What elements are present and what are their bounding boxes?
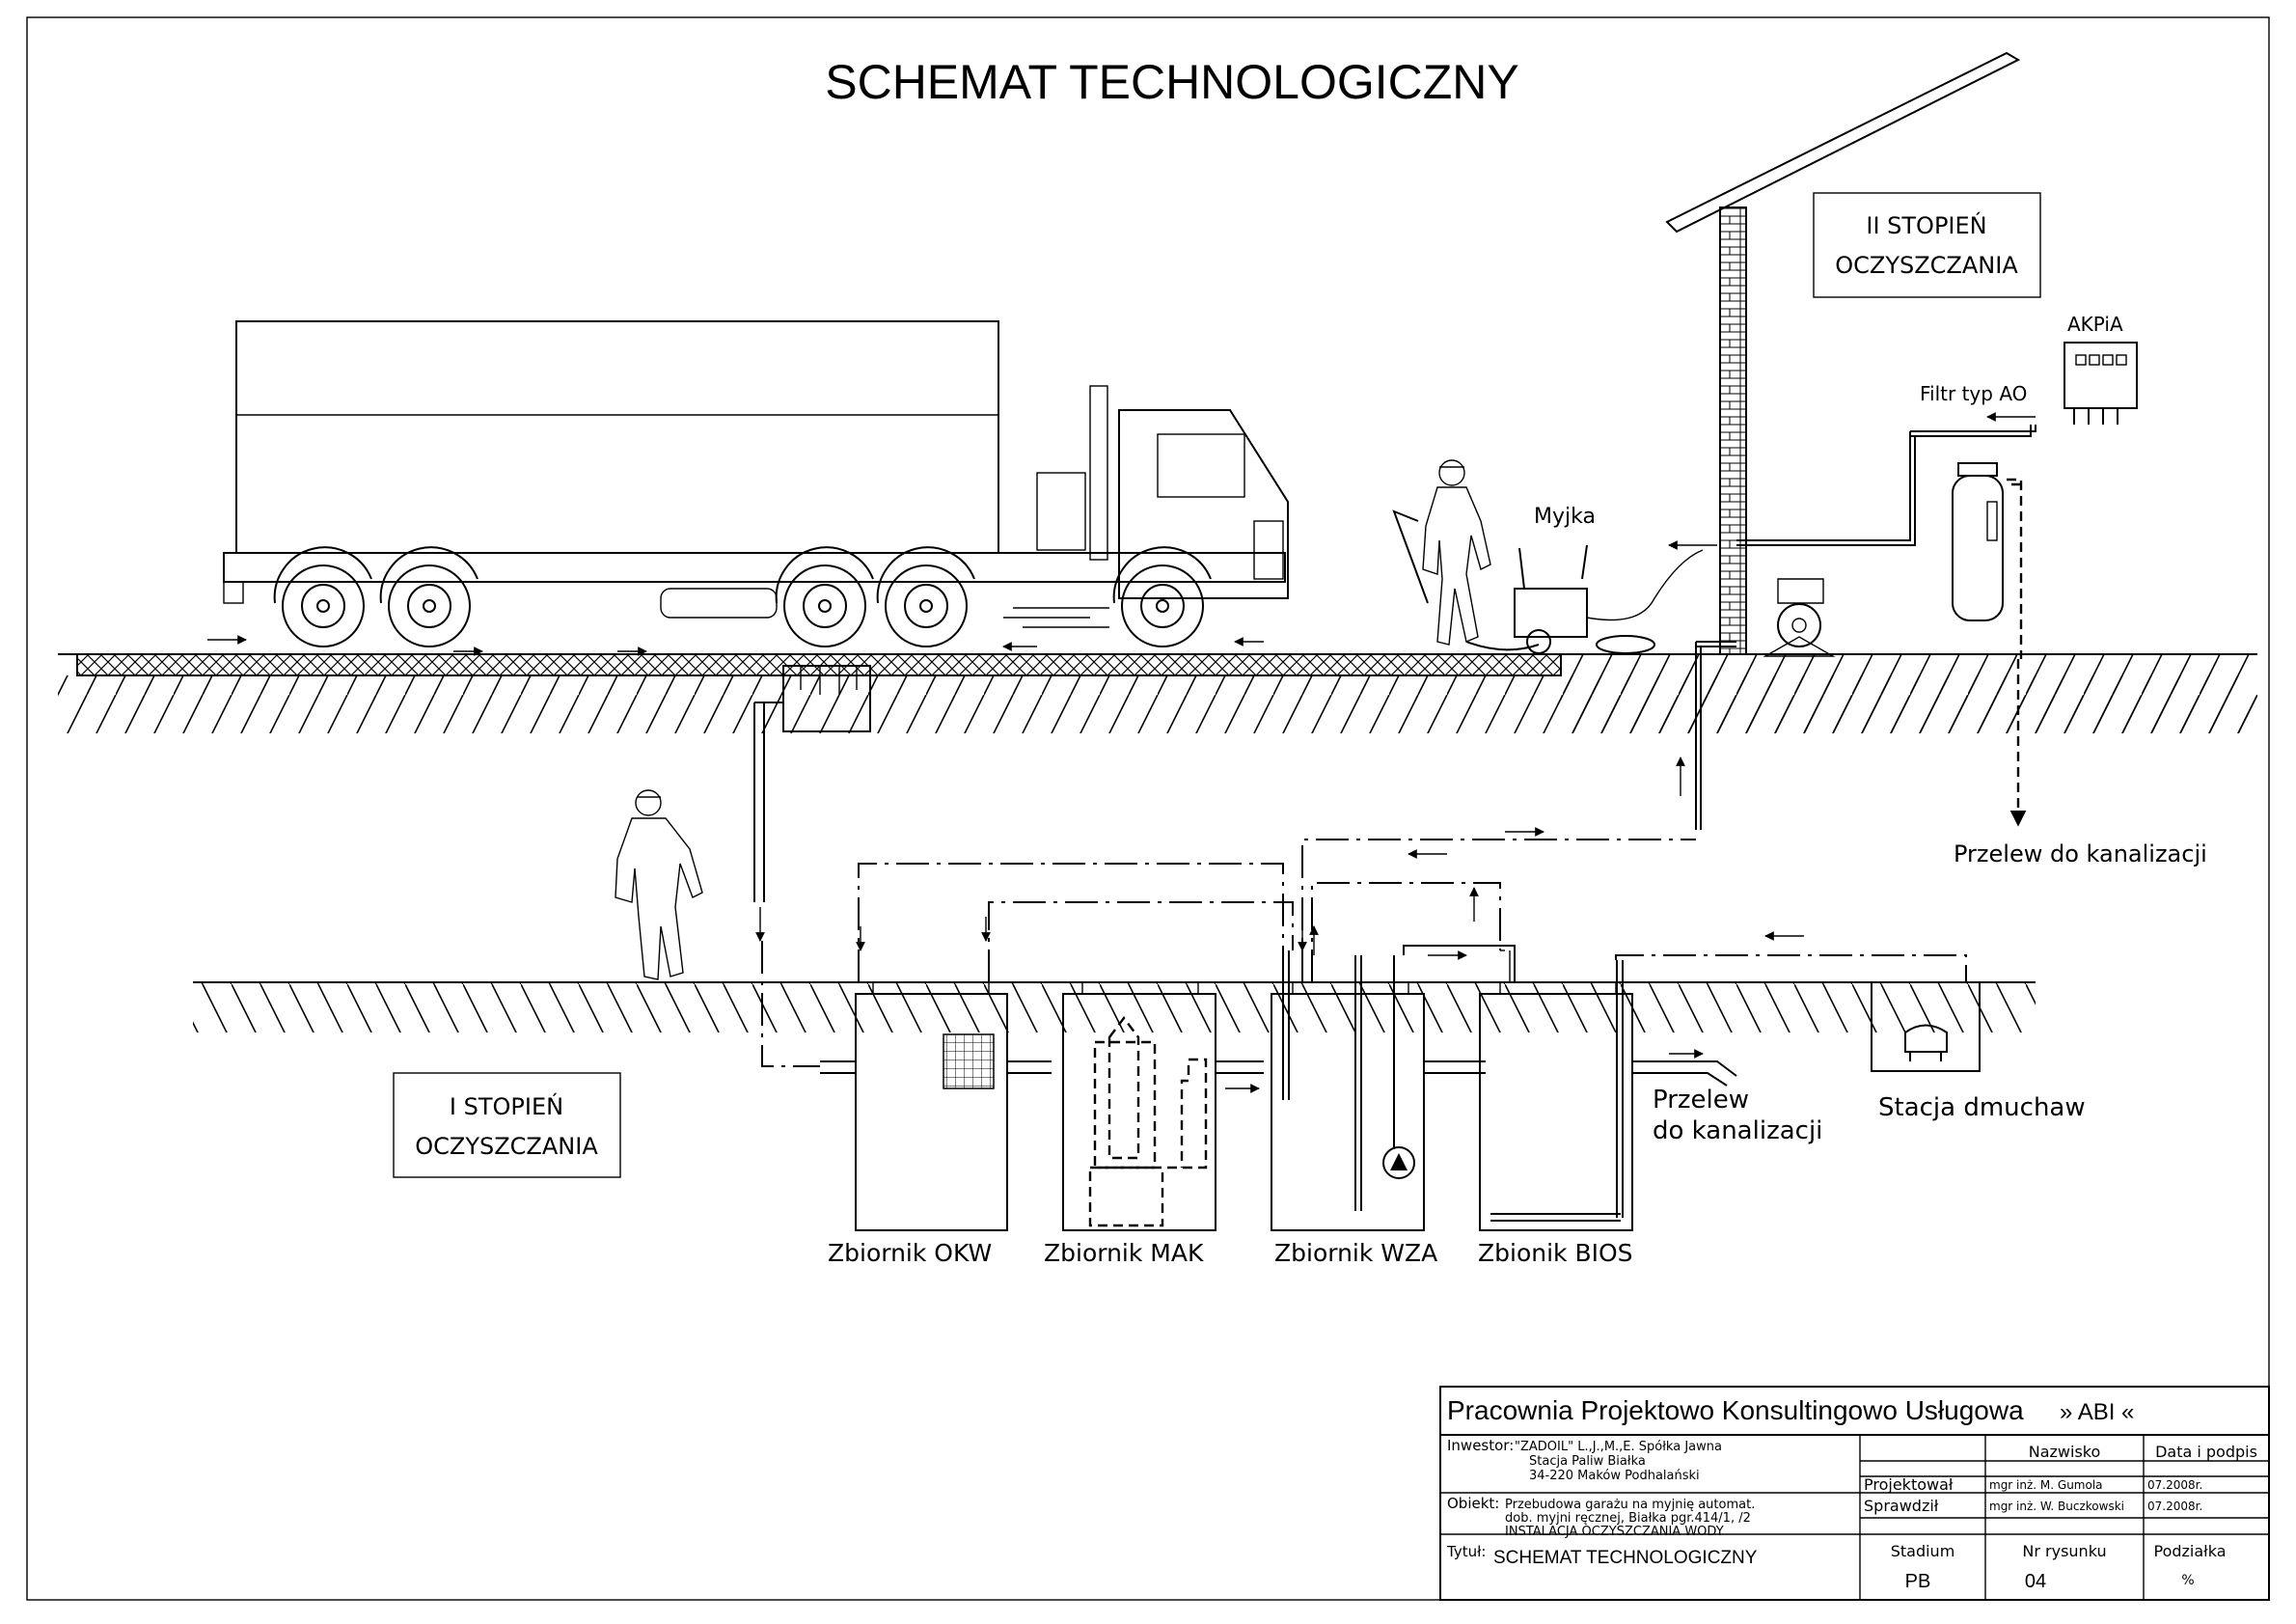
page-title: SCHEMAT TECHNOLOGICZNY (825, 55, 1519, 109)
title-value: SCHEMAT TECHNOLOGICZNY (1493, 1548, 1758, 1568)
tank-label-okw: Zbiornik OKW (828, 1239, 992, 1267)
stage-1-box: I STOPIEŃ OCZYSZCZANIA (393, 1072, 621, 1178)
filter-ao: Filtr typ AO (1668, 382, 2036, 830)
tank-label-bios: Zbionik BIOS (1478, 1239, 1633, 1267)
stage-value: PB (1905, 1571, 1931, 1592)
object-line-3: INSTALACJA OCZYSZCZANIA WODY (1505, 1525, 1724, 1539)
investor-label: Inwestor: (1447, 1437, 1514, 1454)
checked-name: mgr inż. W. Buczkowski (1989, 1500, 2124, 1513)
washer-label: Myjka (1534, 505, 1596, 529)
designed-label: Projektował (1864, 1475, 1954, 1494)
blower-station-label: Stacja dmuchaw (1878, 1093, 2086, 1122)
worker-walking-figure (615, 789, 703, 980)
tank-wza (1271, 950, 1486, 1231)
drawing-no-label: Nr rysunku (2022, 1542, 2106, 1560)
company-brand: » ABI « (2060, 1399, 2134, 1425)
building-wall (1665, 51, 2021, 655)
tank-okw (820, 981, 1052, 1231)
stage-label: Stadium (1891, 1542, 1955, 1560)
designed-name: mgr inż. M. Gumola (1989, 1478, 2103, 1492)
tank-bios (1479, 960, 1737, 1231)
akpia-label: AKPiA (2067, 313, 2123, 336)
filter-label: Filtr typ AO (1920, 382, 2027, 405)
process-lines (856, 827, 1967, 982)
drawing-frame (26, 16, 2270, 1601)
title-block: Pracownia Projektowo Konsultingowo Usług… (1439, 1386, 2270, 1601)
worker-washer-figure (1392, 459, 1491, 646)
checked-date: 07.2008r. (2147, 1500, 2202, 1513)
stage-1-line2: OCZYSZCZANIA (415, 1133, 598, 1160)
title-label: Tytuł: (1446, 1543, 1486, 1560)
stage-1-line1: I STOPIEŃ (450, 1092, 563, 1120)
akpia-control-box: AKPiA (2064, 313, 2138, 425)
truck (223, 320, 1289, 647)
stage-2-line1: II STOPIEŃ (1866, 211, 1986, 239)
overflow-bottom-line1: Przelew (1653, 1086, 1749, 1115)
tank-label-mak: Zbiornik MAK (1044, 1239, 1204, 1267)
tank-label-wza: Zbiornik WZA (1274, 1239, 1437, 1267)
investor-line-2: Stacja Paliw Białka (1529, 1454, 1646, 1469)
investor-line-1: "ZADOIL" L.,J.,M.,E. Spółka Jawna (1515, 1440, 1722, 1454)
object-line-2: dob. myjni ręcznej, Białka pgr.414/1, /2 (1505, 1511, 1751, 1526)
designed-date: 07.2008r. (2147, 1478, 2202, 1492)
object-line-1: Przebudowa garażu na myjnię automat. (1505, 1498, 1755, 1512)
stage-2-box: II STOPIEŃ OCZYSZCZANIA (1813, 192, 2041, 298)
pressure-washer (1465, 544, 1704, 654)
checked-label: Sprawdził (1864, 1497, 1939, 1515)
overflow-top-label: Przelew do kanalizacji (1954, 840, 2207, 867)
company-name: Pracownia Projektowo Konsultingowo Usług… (1447, 1395, 2024, 1425)
drawing-no-value: 04 (2025, 1571, 2046, 1592)
scale-value: % (2181, 1573, 2194, 1588)
overflow-bottom-line2: do kanalizacji (1653, 1116, 1822, 1145)
upper-ground (58, 635, 2257, 733)
stage-2-line2: OCZYSZCZANIA (1835, 252, 2018, 279)
scale-label: Podziałka (2153, 1542, 2226, 1560)
col-date: Data i podpis (2155, 1443, 2257, 1461)
tank-mak (1062, 981, 1264, 1231)
lower-ground (193, 981, 2036, 1032)
blower-station (1871, 981, 1981, 1072)
col-name: Nazwisko (2029, 1443, 2101, 1461)
investor-line-3: 34-220 Maków Podhalański (1529, 1469, 1700, 1483)
object-label: Obiekt: (1447, 1495, 1499, 1512)
